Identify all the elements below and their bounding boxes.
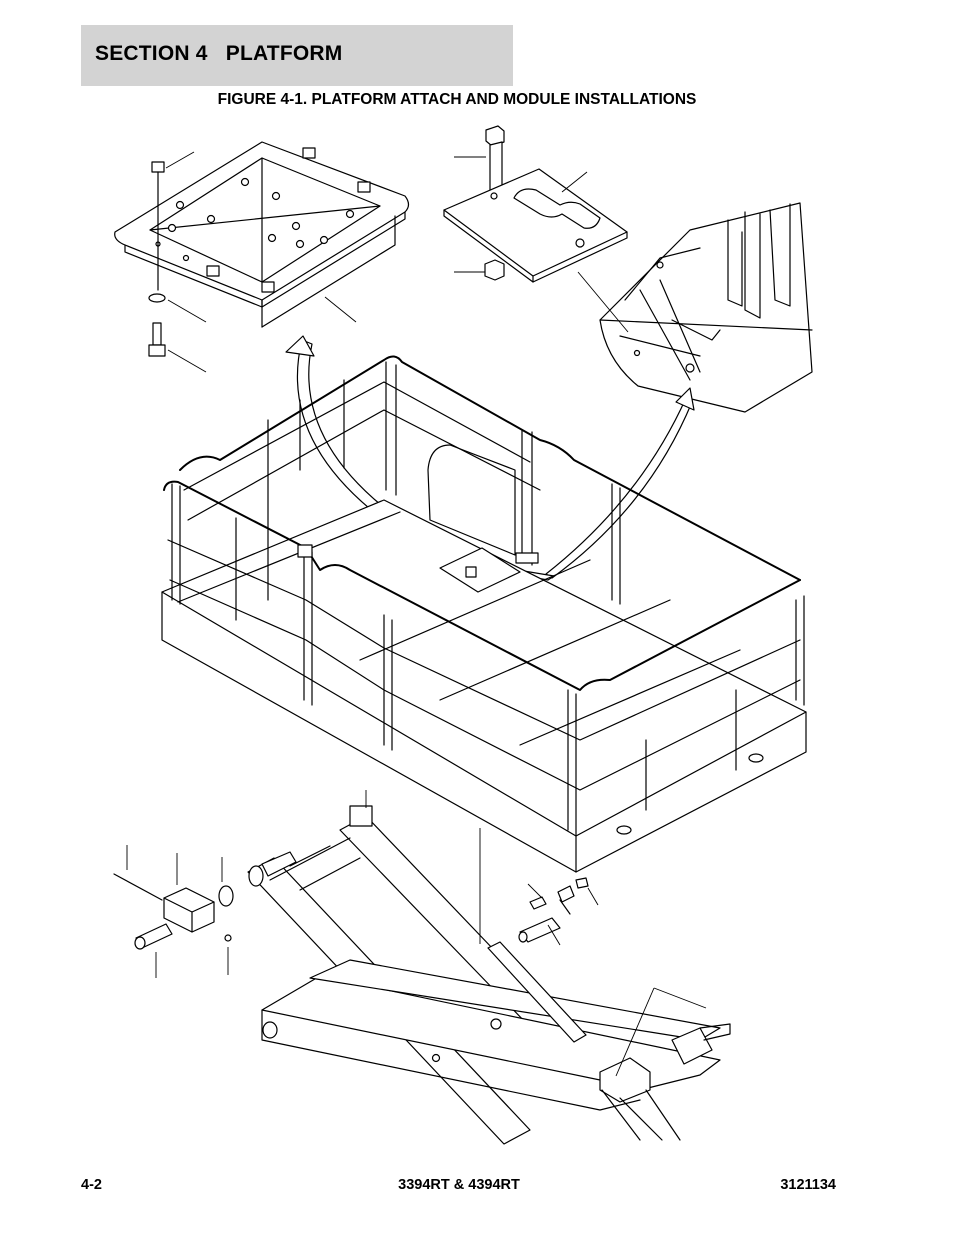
platform-exploded-drawing: [113, 125, 813, 1145]
footer-document-number: 3121134: [780, 1177, 836, 1193]
scissor-arm-assembly: [247, 790, 731, 1145]
figure-title-text: FIGURE 4-1. PLATFORM ATTACH AND MODULE I…: [217, 91, 697, 108]
figure-title: FIGURE 4-1. PLATFORM ATTACH AND MODULE I…: [0, 91, 954, 109]
section-title: SECTION 4 PLATFORM: [95, 42, 343, 65]
detail-inset-view: [577, 202, 813, 413]
module-box-assembly: [114, 141, 410, 373]
pin-hardware: [518, 877, 599, 946]
footer-model-text: 3394RT & 4394RT: [398, 1177, 520, 1193]
platform-basket: [161, 355, 807, 873]
module-nuts: [151, 147, 371, 293]
section-header-band: SECTION 4 PLATFORM: [81, 25, 513, 86]
footer-page-number: 4-2: [81, 1177, 102, 1193]
pivot-hardware: [113, 845, 234, 978]
module-bolt-holes: [155, 177, 355, 262]
footer-model: 3394RT & 4394RT: [0, 1177, 954, 1193]
mounting-plate-assembly: [443, 125, 628, 283]
